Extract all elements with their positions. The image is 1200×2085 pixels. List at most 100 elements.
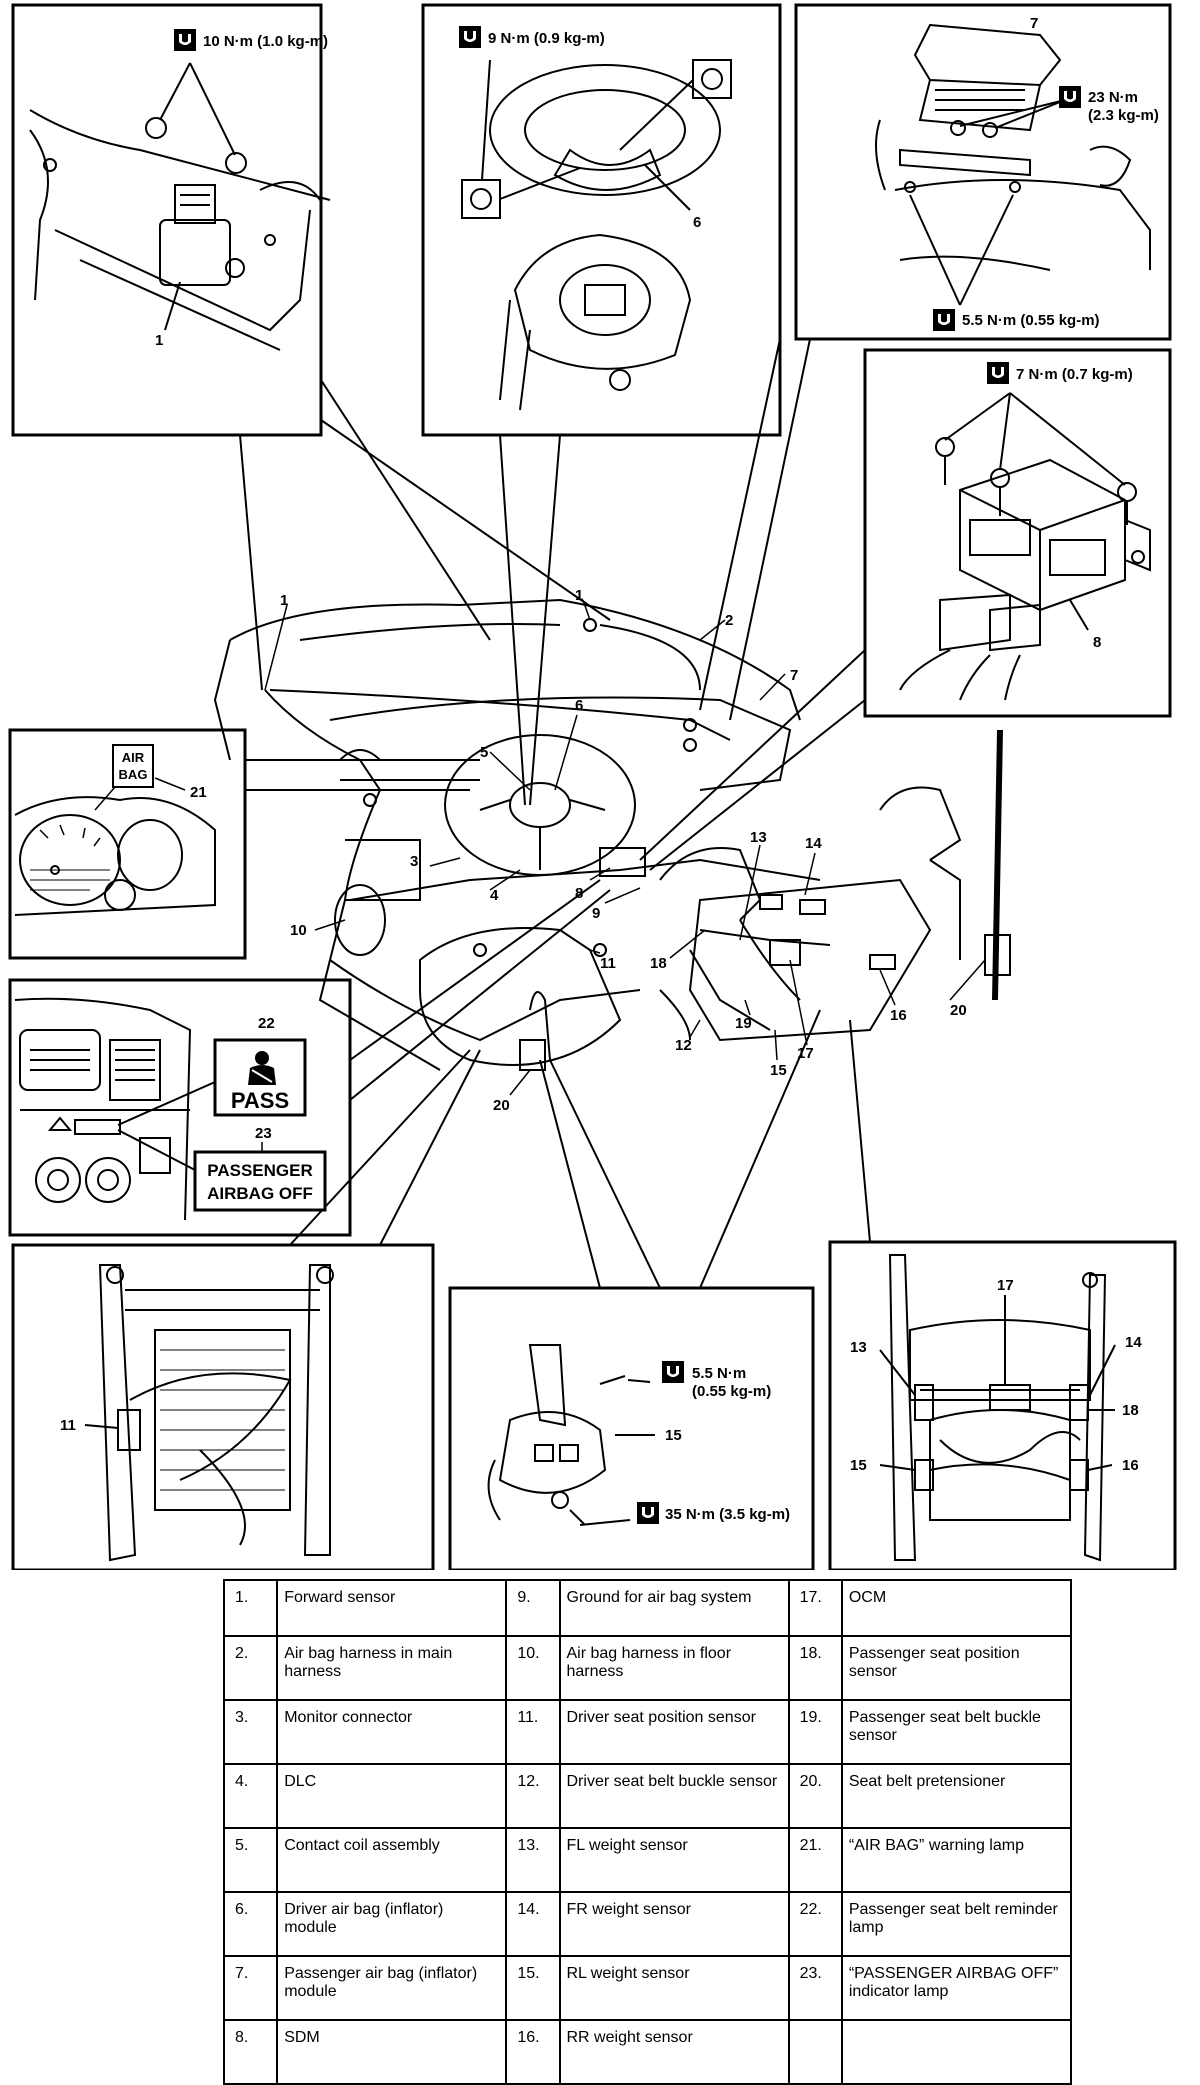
legend-label: FR weight sensor [558,1891,790,1957]
passenger-airbag-off-lamp: PASSENGER AIRBAG OFF [193,1150,327,1212]
legend-label: RR weight sensor [558,2019,790,2085]
legend-label: Monitor connector [276,1699,508,1765]
legend-label: Air bag harness in floor harness [558,1635,790,1701]
legend-number: 20. [787,1763,843,1829]
legend-label: FL weight sensor [558,1827,790,1893]
svg-text:AIR: AIR [122,750,145,765]
pretensioner-inset [448,1286,815,1570]
legend-label: “PASSENGER AIRBAG OFF” indicator lamp [840,1955,1073,2021]
callout-15: 15 [770,1062,787,1079]
legend-label: Driver seat position sensor [558,1699,790,1765]
steering-wheel-torque: 9 N·m (0.9 kg-m) [488,30,605,47]
callout-10: 10 [290,922,307,939]
legend-number: 14. [505,1891,561,1957]
svg-text:BAG: BAG [119,767,148,782]
seat-belt-reminder-lamp: PASS [213,1038,307,1117]
callout-15-inset: 15 [665,1427,682,1444]
legend-number: 7. [222,1955,279,2021]
legend-label: Passenger seat belt reminder lamp [840,1891,1073,1957]
legend-label: Contact coil assembly [276,1827,508,1893]
legend-number: 1. [222,1579,279,1637]
passenger-seat-drawing [879,1254,1116,1562]
driver-seat-drawing [84,1264,334,1562]
callout-1-inset: 1 [155,332,163,349]
svg-text:PASSENGER: PASSENGER [207,1161,313,1180]
callout-6-inset: 6 [693,214,701,231]
legend-number: 15. [505,1955,561,2021]
legend-label: Air bag harness in main harness [276,1635,508,1701]
callout-8-inset: 8 [1093,634,1101,651]
callout-1-left: 1 [280,592,288,609]
legend-label: SDM [276,2019,508,2085]
callout-1-center: 1 [575,587,583,604]
callout-13: 13 [750,829,767,846]
callout-15-inset-b: 15 [850,1457,867,1474]
legend-label: DLC [276,1763,508,1829]
airbag-warning-lamp: AIR BAG [112,744,154,788]
sdm-torque: 7 N·m (0.7 kg-m) [1016,366,1133,383]
svg-text:PASS: PASS [231,1088,289,1113]
callout-11: 11 [600,955,616,972]
legend-label: Passenger seat position sensor [840,1635,1073,1701]
passenger-bracket-torque: 5.5 N·m (0.55 kg-m) [962,312,1100,329]
forward-sensor-drawing [29,62,331,351]
callout-18-inset: 18 [1122,1402,1139,1419]
legend-number [787,2019,843,2085]
legend-number: 16. [505,2019,561,2085]
legend-label: Passenger air bag (inflator) module [276,1955,508,2021]
callout-5: 5 [480,744,488,761]
pretensioner-torque: 35 N·m (3.5 kg-m) [665,1506,790,1523]
legend-number: 2. [222,1635,279,1701]
callout-22: 22 [258,1015,275,1032]
legend-number: 13. [505,1827,561,1893]
legend-label: Ground for air bag system [558,1579,790,1637]
callout-23: 23 [255,1125,272,1142]
svg-text:AIRBAG OFF: AIRBAG OFF [207,1184,313,1203]
callout-3: 3 [410,853,418,870]
seatbelt-torque: 5.5 N·m(0.55 kg-m) [692,1365,771,1400]
legend-label [840,2019,1073,2085]
callout-14: 14 [805,835,822,852]
callout-7: 7 [790,667,798,684]
callout-8: 8 [575,885,583,902]
passenger-module-torque: 23 N·m(2.3 kg-m) [1088,89,1159,124]
legend-number: 5. [222,1827,279,1893]
callout-17: 17 [797,1045,814,1062]
legend-label: Seat belt pretensioner [840,1763,1073,1829]
legend-number: 10. [505,1635,561,1701]
callout-17-inset: 17 [997,1277,1014,1294]
legend-number: 4. [222,1763,279,1829]
legend-label: Driver air bag (inflator) module [276,1891,508,1957]
legend-number: 11. [505,1699,561,1765]
airbag-system-diagram: 10 N·m (1.0 kg-m) 1 9 N·m (0.9 kg-m) 6 [8,3,1177,1570]
legend-number: 19. [787,1699,843,1765]
legend-label: Forward sensor [276,1579,508,1637]
center-panel-drawing [14,997,216,1221]
passenger-seat-inset [828,1240,1177,1570]
callout-14-inset: 14 [1125,1334,1142,1351]
inset-leader-lines [239,338,871,1289]
legend-number: 17. [787,1579,843,1637]
callout-7-inset: 7 [1030,15,1038,32]
legend-label: Driver seat belt buckle sensor [558,1763,790,1829]
steering-wheel-drawing [461,59,732,411]
callout-21: 21 [190,784,207,801]
legend-label: RL weight sensor [558,1955,790,2021]
legend-label: “AIR BAG” warning lamp [840,1827,1073,1893]
passenger-airbag-drawing [875,23,1151,306]
callout-20-left: 20 [493,1097,510,1114]
steering-wheel-inset [421,3,782,437]
legend-label: OCM [840,1579,1073,1637]
callout-16-inset: 16 [1122,1457,1139,1474]
callout-6: 6 [575,697,583,714]
legend-number: 12. [505,1763,561,1829]
